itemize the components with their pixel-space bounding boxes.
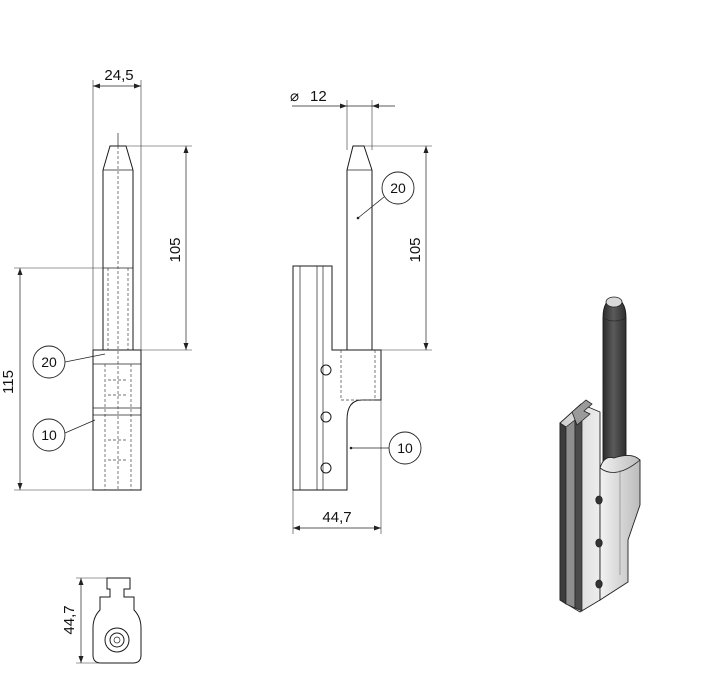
front-pin-length-label: 105 (167, 237, 184, 262)
side-diameter-value: 12 (310, 88, 327, 105)
iso-view (559, 296, 641, 613)
svg-text:20: 20 (390, 180, 406, 196)
front-balloon-20: 20 (32, 345, 106, 379)
side-hole-2 (320, 411, 332, 423)
side-hole-1 (320, 364, 332, 376)
front-balloon-10: 10 (32, 418, 96, 452)
iso-pin (602, 296, 627, 471)
top-depth-dimension: 44,7 (61, 577, 107, 664)
front-total-length-label: 115 (0, 370, 17, 394)
iso-hole-2 (595, 538, 603, 548)
iso-hole-1 (595, 495, 603, 505)
side-pin-length-label: 105 (407, 237, 424, 262)
top-view: 44,7 (61, 577, 142, 664)
side-width-dimension: 44,7 (292, 400, 382, 534)
side-hole-3 (320, 462, 332, 474)
top-outer-ring (104, 627, 130, 653)
front-total-length-dimension: 115 (0, 267, 103, 491)
side-diameter-dimension: ⌀ 12 (290, 88, 395, 150)
side-balloon-10: 10 (349, 431, 422, 465)
front-view: 24,5 105 115 20 10 (0, 67, 192, 491)
iso-hole-3 (595, 579, 603, 589)
side-pin-length-dimension: 105 (364, 145, 432, 351)
svg-text:10: 10 (397, 440, 413, 456)
iso-knuckle (595, 455, 641, 601)
front-width-dimension: 24,5 (92, 67, 142, 350)
front-width-label: 24,5 (104, 67, 133, 84)
top-pin-center (113, 636, 121, 644)
side-diameter-symbol: ⌀ (290, 88, 299, 105)
side-width-label: 44,7 (322, 509, 351, 526)
front-barrel (92, 349, 142, 491)
svg-text:20: 20 (41, 354, 57, 370)
side-view: ⌀ 12 105 44,7 20 (290, 88, 432, 534)
iso-leaf (559, 399, 601, 613)
top-depth-label: 44,7 (61, 605, 78, 634)
top-inner-ring (109, 632, 125, 648)
front-pin (102, 133, 134, 490)
front-pin-length-dimension: 105 (126, 145, 192, 351)
side-leaf (292, 265, 382, 491)
svg-text:10: 10 (41, 427, 57, 443)
side-pin (346, 145, 373, 350)
side-balloon-20: 20 (356, 171, 415, 220)
